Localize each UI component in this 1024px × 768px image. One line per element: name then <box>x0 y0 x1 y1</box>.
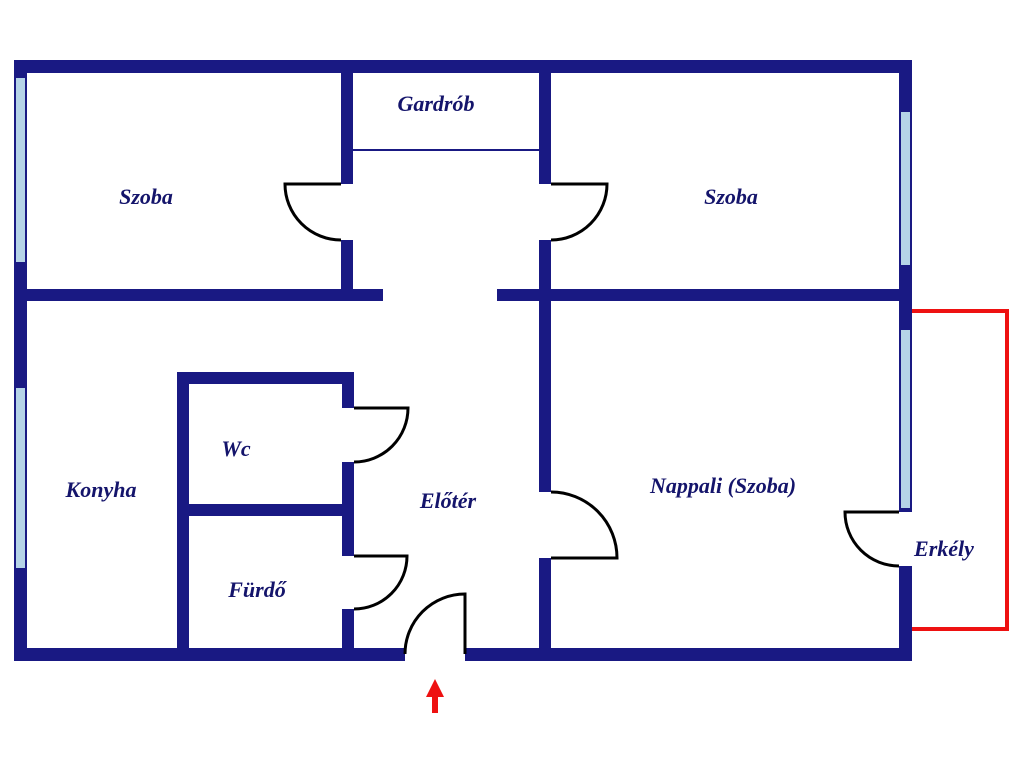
wall-wc-right-3 <box>342 609 354 661</box>
room-label-nappali: Nappali (Szoba) <box>649 473 796 498</box>
room-labels: Szoba Gardrób Szoba Konyha Wc Előtér Für… <box>65 91 975 602</box>
room-label-konyha: Konyha <box>65 477 137 502</box>
door-furdo <box>353 554 409 611</box>
room-label-szoba-left: Szoba <box>119 184 173 209</box>
room-label-szoba-right: Szoba <box>704 184 758 209</box>
wall-corridor-left-lower <box>341 240 353 301</box>
wall-nappali-left-upper <box>539 240 551 492</box>
wall-wc-furdo-divider <box>177 504 354 516</box>
wall-nappali-left-lower <box>539 558 551 661</box>
room-label-eloter: Előtér <box>419 488 477 513</box>
doors <box>283 182 900 655</box>
door-szoba-right <box>550 182 609 242</box>
room-label-erkely: Erkély <box>913 536 974 561</box>
windows <box>16 78 910 568</box>
window-szoba-left <box>16 78 25 262</box>
wall-wc-right-1 <box>342 372 354 408</box>
room-label-furdo: Fürdő <box>227 577 287 602</box>
wall-bottom-left <box>14 648 405 661</box>
entrance-arrow-icon <box>426 679 444 713</box>
room-label-wc: Wc <box>221 436 251 461</box>
window-konyha <box>16 388 25 568</box>
walls <box>14 60 912 661</box>
wall-top <box>14 60 912 73</box>
door-szoba-left <box>283 182 342 242</box>
room-label-gardrob: Gardrób <box>397 91 474 116</box>
wall-middle-left <box>14 289 383 301</box>
entrance-arrow-shaft <box>432 697 438 713</box>
wall-corridor-left-upper <box>341 73 353 184</box>
door-erkely <box>843 510 900 568</box>
balcony-outline <box>912 309 1009 631</box>
wall-wc-top <box>177 372 354 384</box>
door-entrance <box>403 592 467 655</box>
entrance-arrow-head <box>426 679 444 697</box>
wall-bottom-right <box>465 648 912 661</box>
gardrob-front-line <box>353 149 539 151</box>
wall-right-lower <box>899 566 912 661</box>
wall-wc-left <box>177 372 189 661</box>
door-wc <box>353 406 410 464</box>
wall-corridor-right-upper <box>539 73 551 184</box>
window-nappali <box>901 330 910 508</box>
wall-middle-right <box>497 289 912 301</box>
door-nappali <box>550 490 619 560</box>
window-szoba-right <box>901 112 910 265</box>
